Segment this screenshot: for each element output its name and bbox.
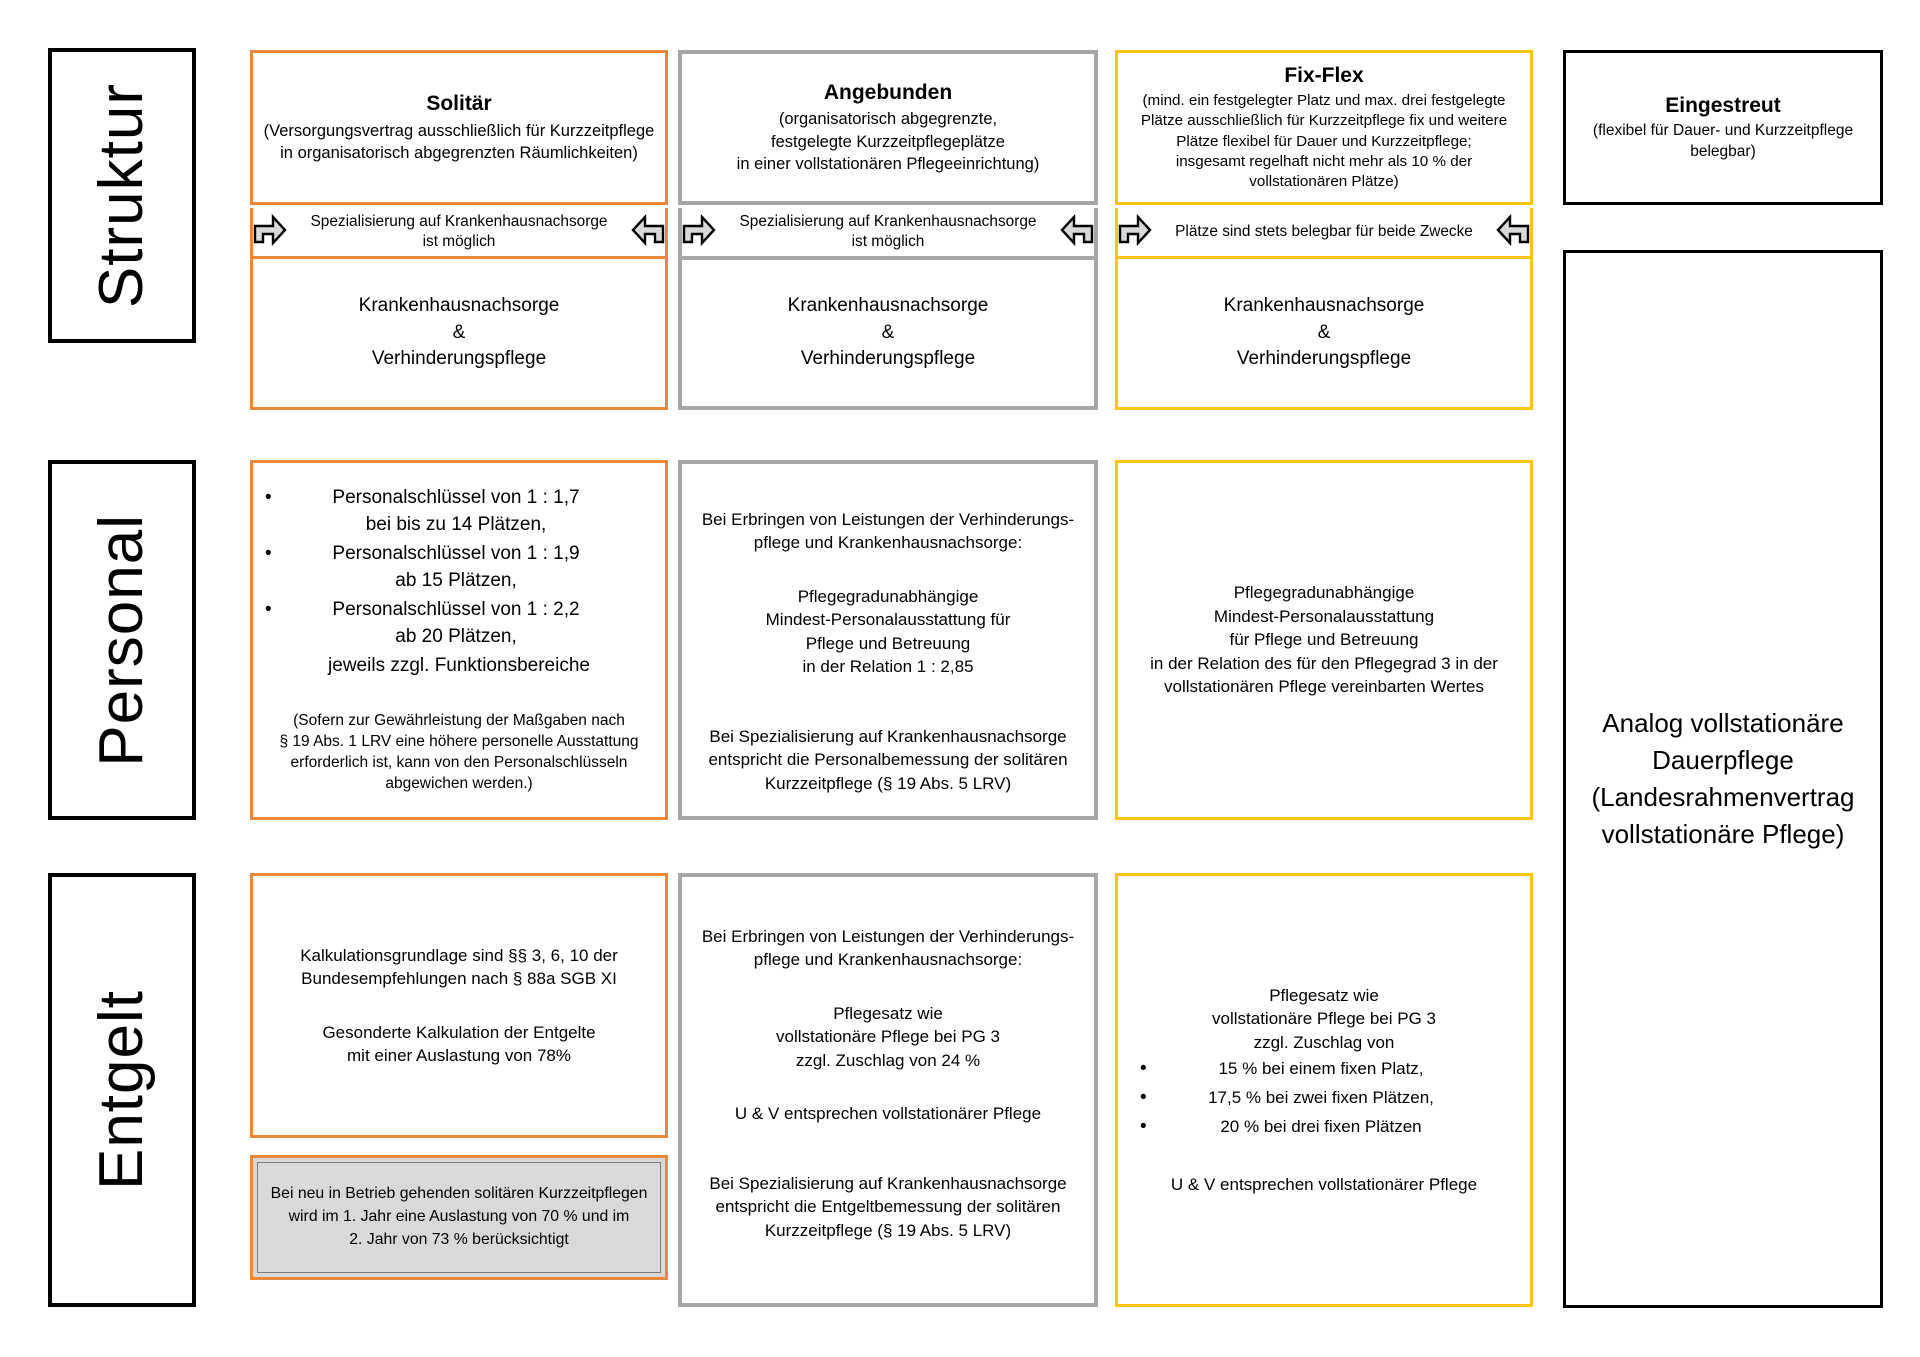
list-item: • 20 % bei drei fixen Plätzen: [1118, 1114, 1530, 1141]
list-item: • Personalschlüssel von 1 : 2,2 ab 20 Pl…: [253, 597, 665, 651]
row-label-entgelt-text: Entgelt: [87, 989, 156, 1191]
entgelt-angebunden-para4: Bei Spezialisierung auf Krankenhausnachs…: [709, 1173, 1067, 1240]
personal-angebunden-para3: Bei Spezialisierung auf Krankenhausnachs…: [708, 726, 1068, 793]
list-item: • Personalschlüssel von 1 : 1,7 bei bis …: [253, 485, 665, 539]
arrow-right-icon: [253, 212, 287, 253]
entgelt-fixflex-bullet-list: • 15 % bei einem fixen Platz, • 17,5 % b…: [1118, 1056, 1530, 1143]
arrow-left-icon: [1496, 212, 1530, 253]
struktur-eingestreut-header: Eingestreut (flexibel für Dauer- und Kur…: [1563, 50, 1883, 205]
entgelt-angebunden-para2: Pflegesatz wie vollstationäre Pflege bei…: [776, 1003, 1000, 1070]
bullet-glyph: •: [1140, 1058, 1147, 1079]
personal-fixflex-para1: Pflegegradunabhängige Mindest-Personalau…: [1150, 583, 1498, 697]
entgelt-angebunden-card: Bei Erbringen von Leistungen der Verhind…: [678, 873, 1098, 1307]
personal-fixflex-card: Pflegegradunabhängige Mindest-Personalau…: [1115, 460, 1533, 820]
personal-angebunden-para1: Bei Erbringen von Leistungen der Verhind…: [701, 510, 1075, 553]
struktur-fixflex-arrow-strip: Plätze sind stets belegbar für beide Zwe…: [1115, 208, 1533, 256]
struktur-eingestreut-subtitle: (flexibel für Dauer- und Kurzzeitpflege …: [1592, 121, 1854, 160]
row-label-personal-text: Personal: [87, 513, 156, 767]
row-label-personal: Personal: [48, 460, 196, 820]
entgelt-fixflex-para1: Pflegesatz wie vollstationäre Pflege bei…: [1212, 985, 1436, 1052]
entgelt-fixflex-card: Pflegesatz wie vollstationäre Pflege bei…: [1115, 873, 1533, 1307]
personal-angebunden-para2: Pflegegradunabhängige Mindest-Personalau…: [765, 586, 1011, 677]
struktur-fixflex-lower-text: Krankenhausnachsorge & Verhinderungspfle…: [1223, 294, 1425, 370]
row-label-entgelt: Entgelt: [48, 873, 196, 1307]
entgelt-angebunden-para3: U & V entsprechen vollstationärer Pflege: [734, 1104, 1042, 1124]
struktur-angebunden-title: Angebunden: [823, 81, 953, 105]
personal-solitaer-card: • Personalschlüssel von 1 : 1,7 bei bis …: [250, 460, 668, 820]
eingestreut-panel: Analog vollstationäre Dauerpflege (Lande…: [1563, 250, 1883, 1308]
row-label-struktur: Struktur: [48, 48, 196, 343]
bullet-glyph: •: [265, 599, 272, 621]
list-item: • 15 % bei einem fixen Platz,: [1118, 1056, 1530, 1083]
entgelt-solitaer-grey-note-text: Bei neu in Betrieb gehenden solitären Ku…: [270, 1185, 648, 1248]
personal-solitaer-after-bullets: jeweils zzgl. Funktionsbereiche: [328, 655, 590, 677]
struktur-angebunden-subtitle: (organisatorisch abgegrenzte, festgelegt…: [736, 110, 1040, 173]
struktur-fixflex-header: Fix-Flex (mind. ein festgelegter Platz u…: [1115, 50, 1533, 205]
entgelt-fixflex-para2: U & V entsprechen vollstationärer Pflege: [1170, 1174, 1478, 1194]
bullet-glyph: •: [1140, 1086, 1147, 1108]
list-item: • Personalschlüssel von 1 : 1,9 ab 15 Pl…: [253, 541, 665, 595]
list-item-text: 15 % bei einem fixen Platz,: [1218, 1059, 1424, 1078]
struktur-eingestreut-title: Eingestreut: [1665, 93, 1781, 117]
list-item-text: Personalschlüssel von 1 : 1,7 bei bis zu…: [332, 487, 580, 536]
arrow-left-icon: [631, 212, 665, 253]
struktur-solitaer-arrow-strip: Spezialisierung auf Krankenhausnachsorge…: [250, 208, 668, 256]
personal-solitaer-bullet-list: • Personalschlüssel von 1 : 1,7 bei bis …: [253, 485, 665, 653]
personal-solitaer-note: (Sofern zur Gewährleistung der Maßgaben …: [279, 712, 639, 793]
struktur-solitaer-title: Solitär: [426, 92, 492, 116]
struktur-angebunden-lower-text: Krankenhausnachsorge & Verhinderungspfle…: [787, 294, 989, 370]
struktur-angebunden-lower: Krankenhausnachsorge & Verhinderungspfle…: [678, 256, 1098, 410]
arrow-left-icon: [1060, 212, 1094, 253]
struktur-fixflex-subtitle: (mind. ein festgelegter Platz und max. d…: [1140, 92, 1508, 190]
entgelt-solitaer-grey-note: Bei neu in Betrieb gehenden solitären Ku…: [250, 1155, 668, 1280]
personal-angebunden-card: Bei Erbringen von Leistungen der Verhind…: [678, 460, 1098, 820]
list-item-text: 17,5 % bei zwei fixen Plätzen,: [1208, 1087, 1434, 1107]
eingestreut-panel-text: Analog vollstationäre Dauerpflege (Lande…: [1591, 708, 1855, 849]
list-item-text: Personalschlüssel von 1 : 1,9 ab 15 Plät…: [332, 543, 580, 592]
struktur-solitaer-lower-text: Krankenhausnachsorge & Verhinderungspfle…: [358, 294, 560, 370]
entgelt-angebunden-para1: Bei Erbringen von Leistungen der Verhind…: [701, 927, 1075, 970]
struktur-solitaer-arrow-label: Spezialisierung auf Krankenhausnachsorge…: [310, 212, 608, 250]
row-label-struktur-text: Struktur: [87, 82, 156, 309]
arrow-right-icon: [1118, 212, 1152, 253]
struktur-angebunden-header: Angebunden (organisatorisch abgegrenzte,…: [678, 50, 1098, 205]
struktur-fixflex-arrow-label: Plätze sind stets belegbar für beide Zwe…: [1175, 222, 1473, 240]
bullet-glyph: •: [1140, 1115, 1147, 1137]
struktur-fixflex-title: Fix-Flex: [1284, 63, 1364, 87]
struktur-angebunden-arrow-label: Spezialisierung auf Krankenhausnachsorge…: [739, 212, 1037, 250]
list-item-text: 20 % bei drei fixen Plätzen: [1220, 1116, 1422, 1136]
bullet-glyph: •: [265, 487, 272, 509]
struktur-solitaer-lower: Krankenhausnachsorge & Verhinderungspfle…: [250, 256, 668, 410]
struktur-fixflex-lower: Krankenhausnachsorge & Verhinderungspfle…: [1115, 256, 1533, 410]
entgelt-solitaer-card: Kalkulationsgrundlage sind §§ 3, 6, 10 d…: [250, 873, 668, 1138]
struktur-angebunden-arrow-strip: Spezialisierung auf Krankenhausnachsorge…: [678, 208, 1098, 256]
list-item-text: Personalschlüssel von 1 : 2,2 ab 20 Plät…: [332, 599, 580, 648]
struktur-solitaer-subtitle: (Versorgungsvertrag ausschließlich für K…: [263, 121, 655, 162]
entgelt-solitaer-para1: Kalkulationsgrundlage sind §§ 3, 6, 10 d…: [300, 945, 618, 989]
bullet-glyph: •: [265, 543, 272, 565]
entgelt-solitaer-para2: Gesonderte Kalkulation der Entgelte mit …: [322, 1022, 596, 1065]
arrow-right-icon: [682, 212, 716, 253]
list-item: • 17,5 % bei zwei fixen Plätzen,: [1118, 1085, 1530, 1112]
struktur-solitaer-header: Solitär (Versorgungsvertrag ausschließli…: [250, 50, 668, 205]
